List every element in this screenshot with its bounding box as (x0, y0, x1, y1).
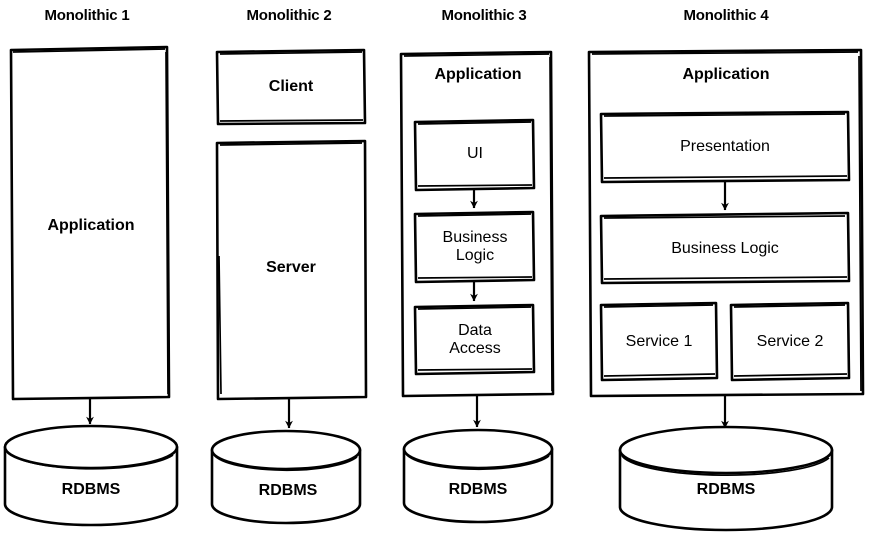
col2-client-box-label: Client (268, 78, 314, 96)
col4-service-1-box-label: Service 1 (625, 333, 693, 351)
column-title-monolithic-1: Monolithic 1 (44, 6, 130, 24)
col4-service-2-box-label: Service 2 (756, 333, 824, 351)
col4-rdbms-cylinder-top (618, 425, 834, 475)
col3-application-container-label: Application (434, 66, 522, 84)
col1-application-box-label: Application (47, 217, 135, 235)
col3-rdbms-cylinder-top (402, 428, 554, 470)
col4-application-container-label: Application (682, 66, 770, 84)
col2-rdbms-cylinder-sketch-accent (213, 454, 358, 472)
column-title-monolithic-4: Monolithic 4 (683, 6, 769, 24)
col3-ui-box-label: UI (467, 145, 483, 163)
col4-business-logic-box-label: Business Logic (671, 240, 779, 258)
col2-rdbms-cylinder-top (210, 429, 362, 471)
column-title-monolithic-3: Monolithic 3 (441, 6, 527, 24)
col3-business-logic-box-label: Business Logic (442, 229, 508, 264)
column-title-monolithic-2: Monolithic 2 (246, 6, 332, 24)
col4-presentation-box-label: Presentation (680, 138, 770, 156)
col1-rdbms-label: RDBMS (61, 481, 121, 499)
col3-data-access-box-label: Data Access (449, 322, 501, 357)
col3-rdbms-label: RDBMS (448, 481, 508, 499)
col3-rdbms-cylinder-sketch-accent (405, 453, 550, 471)
col1-rdbms-cylinder-top (3, 424, 179, 470)
col2-rdbms-label: RDBMS (258, 482, 318, 500)
col4-rdbms-label: RDBMS (696, 481, 756, 499)
col4-rdbms-cylinder-sketch-accent (621, 455, 830, 476)
col2-server-box-label: Server (266, 259, 316, 277)
col1-rdbms-cylinder-sketch-accent (7, 451, 174, 470)
